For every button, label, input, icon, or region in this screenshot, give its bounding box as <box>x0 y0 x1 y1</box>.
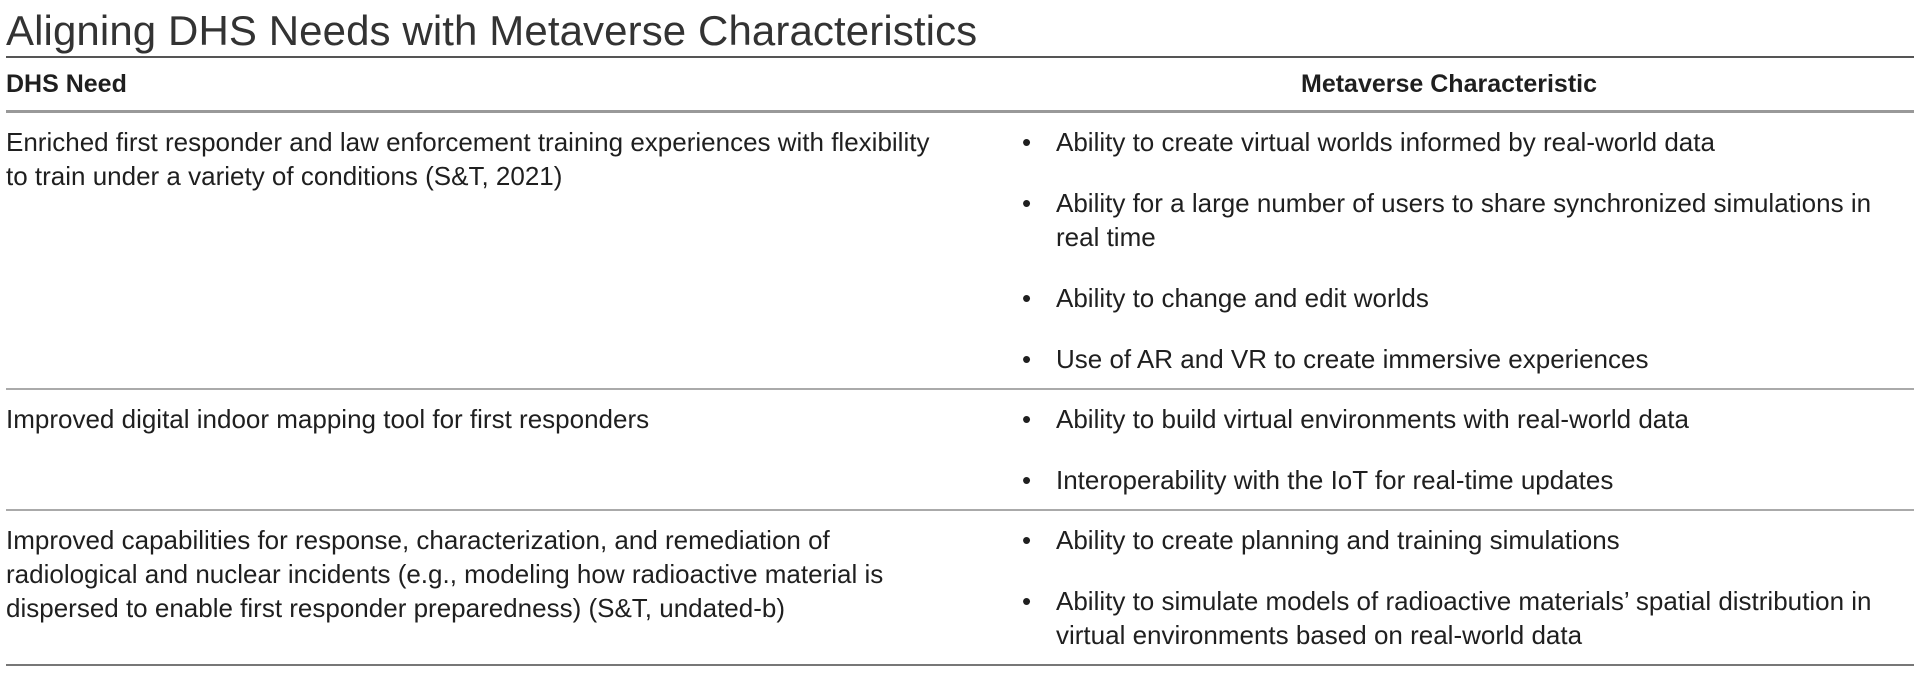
characteristic-list: Ability to create virtual worlds informe… <box>984 125 1914 376</box>
need-cell: Improved digital indoor mapping tool for… <box>6 389 984 511</box>
table-header: DHS Need Metaverse Characteristic <box>6 57 1914 113</box>
header-metaverse-characteristic: Metaverse Characteristic <box>984 57 1914 113</box>
characteristic-cell: Ability to create planning and training … <box>984 510 1914 665</box>
characteristic-item: Ability to build virtual environments wi… <box>1022 402 1914 436</box>
table-row: Enriched first responder and law enforce… <box>6 111 1914 390</box>
characteristic-item: Use of AR and VR to create immersive exp… <box>1022 342 1914 376</box>
table-body: Enriched first responder and law enforce… <box>6 111 1914 666</box>
characteristic-item: Ability for a large number of users to s… <box>1022 186 1914 254</box>
need-cell: Enriched first responder and law enforce… <box>6 111 984 390</box>
characteristic-cell: Ability to create virtual worlds informe… <box>984 111 1914 390</box>
characteristic-item: Ability to create planning and training … <box>1022 523 1914 557</box>
characteristic-item: Ability to simulate models of radioactiv… <box>1022 584 1914 652</box>
characteristic-item: Ability to create virtual worlds informe… <box>1022 125 1914 159</box>
needs-table: DHS Need Metaverse Characteristic Enrich… <box>6 56 1914 666</box>
table-row: Improved digital indoor mapping tool for… <box>6 389 1914 511</box>
need-cell: Improved capabilities for response, char… <box>6 525 884 623</box>
characteristic-item: Ability to change and edit worlds <box>1022 281 1914 315</box>
characteristic-list: Ability to create planning and training … <box>984 523 1914 652</box>
header-dhs-need: DHS Need <box>6 57 984 113</box>
characteristic-item: Interoperability with the IoT for real-t… <box>1022 463 1914 497</box>
page-title: Aligning DHS Needs with Metaverse Charac… <box>6 7 978 54</box>
table-row: Improved capabilities for response, char… <box>6 510 1914 665</box>
characteristic-list: Ability to build virtual environments wi… <box>984 402 1914 497</box>
characteristic-cell: Ability to build virtual environments wi… <box>984 389 1914 511</box>
header-row: DHS Need Metaverse Characteristic <box>6 57 1914 113</box>
